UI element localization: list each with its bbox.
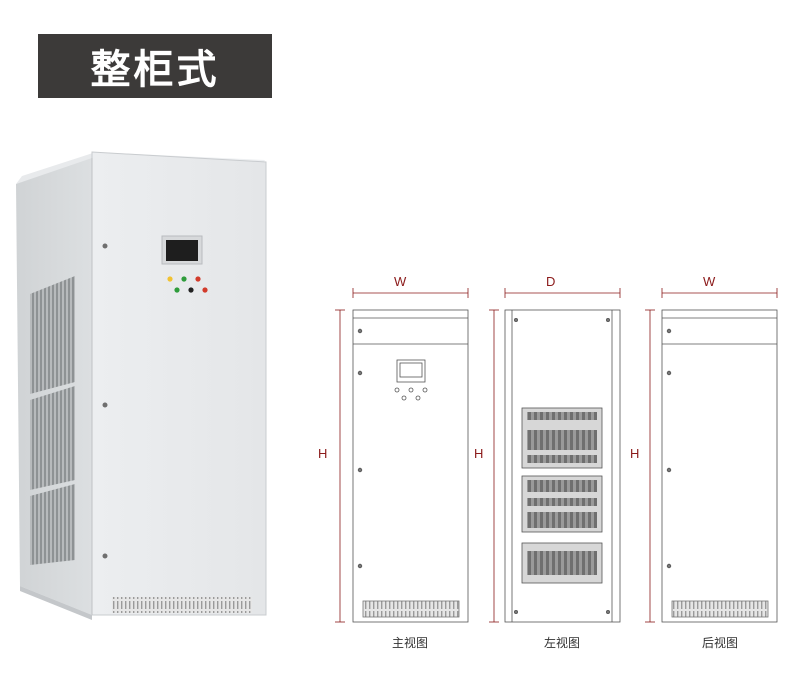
left-view-drawing xyxy=(504,309,621,623)
page-title: 整柜式 xyxy=(38,34,272,98)
indicator-light xyxy=(188,287,194,293)
side-vent xyxy=(30,276,75,394)
left-depth-label: D xyxy=(546,274,556,289)
left-view-caption: 左视图 xyxy=(543,636,580,650)
left-height-label: H xyxy=(474,446,484,461)
rear-view-caption: 后视图 xyxy=(701,636,738,650)
rear-width-label: W xyxy=(703,274,716,289)
side-vent xyxy=(30,386,75,490)
hinge xyxy=(102,553,108,559)
power-module xyxy=(521,407,603,469)
indicator-light xyxy=(167,276,173,282)
front-view-drawing xyxy=(352,309,469,623)
front-view-caption: 主视图 xyxy=(391,636,428,650)
cabinet-top xyxy=(16,152,96,184)
cabinet-3d xyxy=(16,151,267,620)
power-module xyxy=(521,475,603,533)
front-width-label: W xyxy=(394,274,407,289)
hinge xyxy=(102,402,108,408)
rear-height-label: H xyxy=(630,446,640,461)
cabinet-front-panel xyxy=(91,151,267,616)
rear-view-drawing xyxy=(661,309,778,623)
dimension-lines xyxy=(335,288,778,623)
indicator-light xyxy=(195,276,201,282)
indicator-light xyxy=(174,287,180,293)
indicator-lights xyxy=(167,276,208,293)
side-vent xyxy=(30,484,75,565)
hinge xyxy=(102,243,108,249)
power-module xyxy=(521,542,603,584)
indicator-light xyxy=(202,287,208,293)
front-height-label: H xyxy=(318,446,328,461)
lcd-display xyxy=(166,240,198,261)
indicator-light xyxy=(181,276,187,282)
bottom-vent xyxy=(112,597,252,613)
